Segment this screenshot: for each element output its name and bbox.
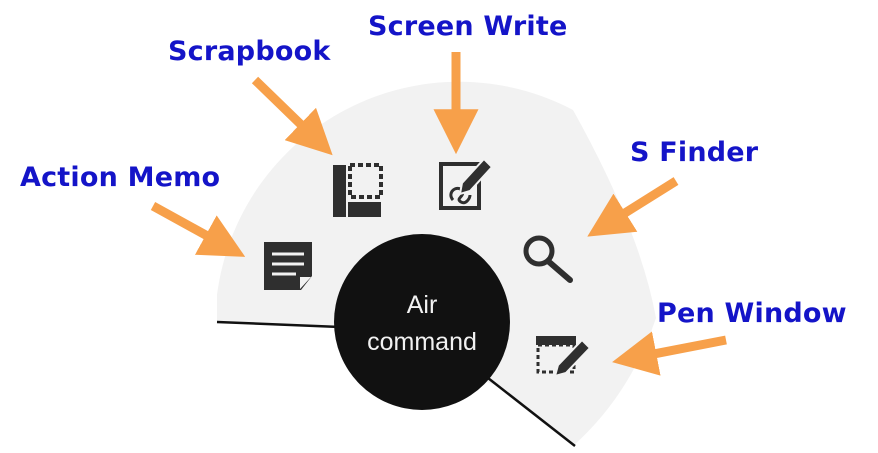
arrow-scrapbook (251, 76, 333, 156)
pen-window-icon[interactable] (536, 336, 592, 378)
pen-window-label: Pen Window (657, 298, 847, 329)
arrow-action-memo (150, 202, 246, 257)
scrapbook-label: Scrapbook (168, 36, 331, 67)
s-finder-icon[interactable] (523, 235, 573, 283)
air-command-label-line2: command (367, 328, 477, 356)
arrow-pen-window (612, 331, 727, 376)
air-command-label-line1: Air (407, 291, 438, 319)
air-command-button[interactable]: Air command (334, 234, 510, 410)
fan-right-edge (487, 377, 576, 447)
screen-write-label: Screen Write (368, 11, 568, 42)
arrow-s-finder (587, 177, 679, 237)
screen-write-icon[interactable] (439, 157, 494, 210)
scrapbook-icon[interactable] (333, 163, 383, 217)
fan-left-edge (216, 320, 341, 329)
s-finder-label: S Finder (630, 137, 759, 168)
action-memo-label: Action Memo (20, 162, 221, 193)
action-memo-icon[interactable] (264, 242, 312, 290)
